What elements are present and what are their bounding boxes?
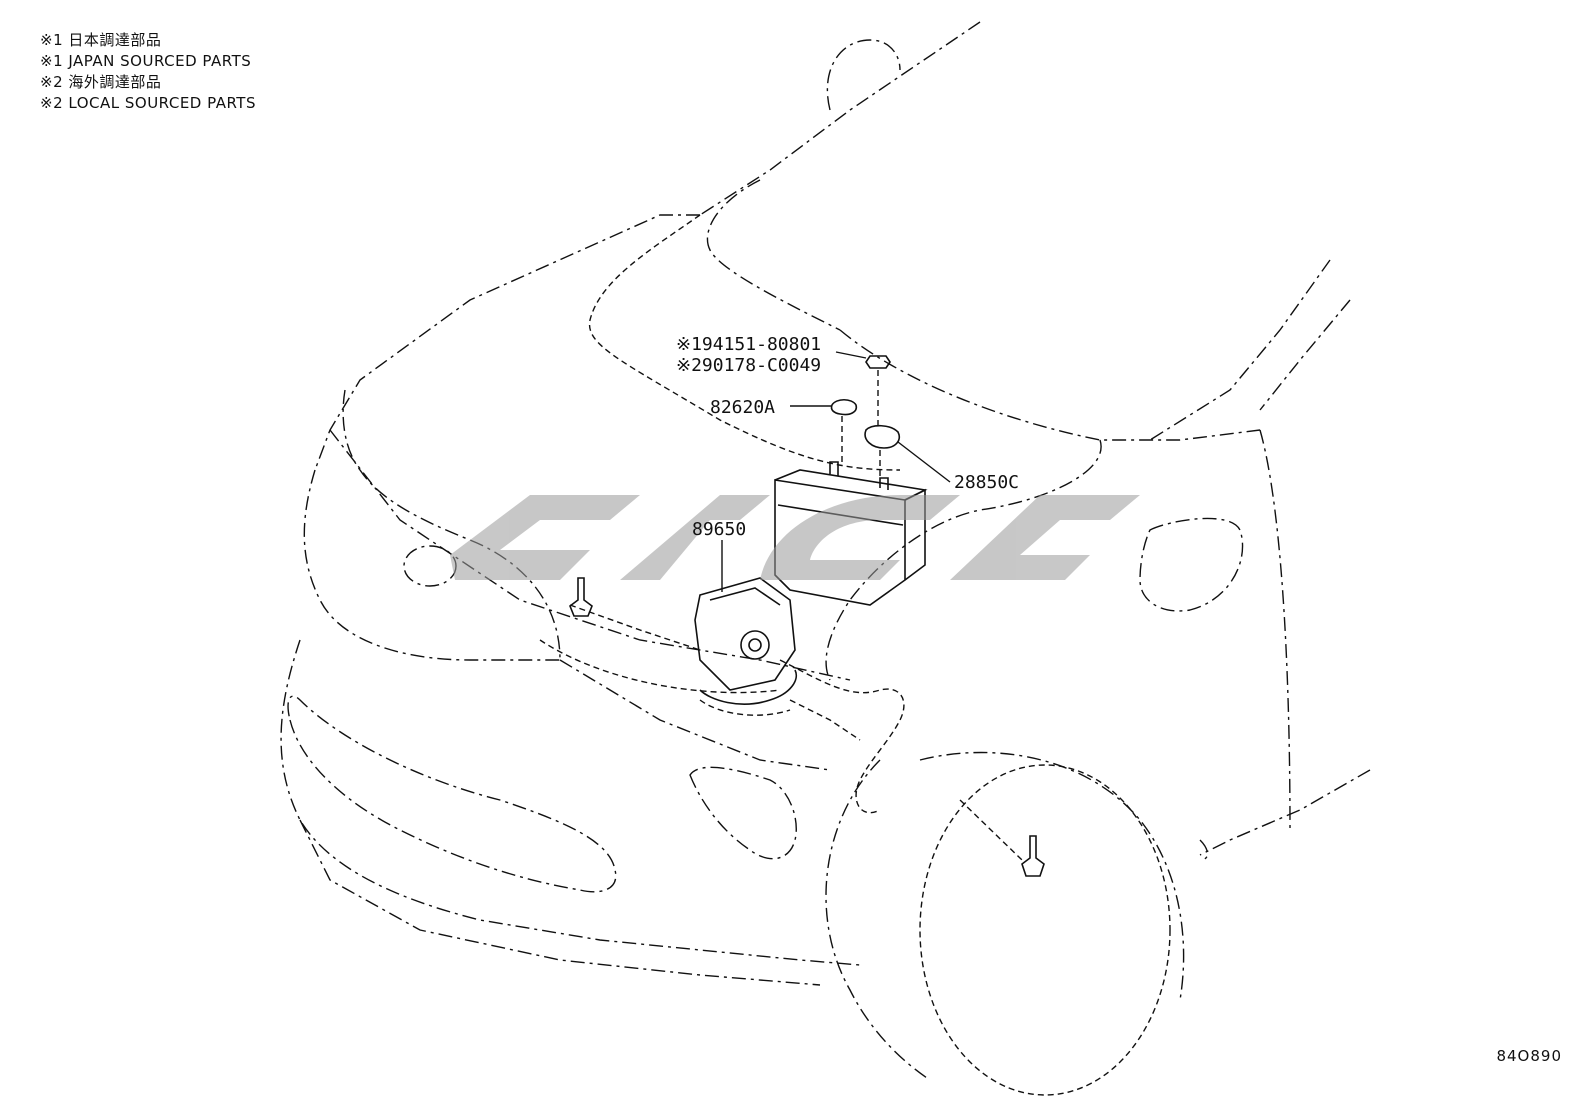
terminal-28850c (864, 424, 951, 483)
mount-bolt-left (569, 577, 593, 617)
part-number-clamp: 82620A (710, 397, 775, 418)
clamp-82620a (790, 398, 858, 462)
part-number-nut-local: ※290178-C0049 (676, 355, 821, 376)
nut-part (835, 351, 891, 430)
part-number-ecu: 89650 (692, 519, 746, 540)
mount-bolt-right (959, 799, 1045, 877)
part-number-nut-japan: ※194151-80801 (676, 334, 821, 355)
part-number-terminal: 28850C (954, 472, 1019, 493)
watermark-logo (450, 495, 1140, 580)
wiring-harness (569, 604, 905, 814)
note-local-en: ※2 LOCAL SOURCED PARTS (40, 94, 256, 112)
source-notes: ※1 日本調達部品 ※1 JAPAN SOURCED PARTS ※2 海外調達… (40, 30, 256, 114)
car-body-outline (280, 21, 1371, 1096)
note-japan-jp: ※1 日本調達部品 (40, 31, 162, 49)
note-japan-en: ※1 JAPAN SOURCED PARTS (40, 52, 252, 70)
drawing-id: 84O890 (1496, 1047, 1562, 1065)
ecu-89650 (694, 540, 797, 705)
note-local-jp: ※2 海外調達部品 (40, 73, 162, 91)
